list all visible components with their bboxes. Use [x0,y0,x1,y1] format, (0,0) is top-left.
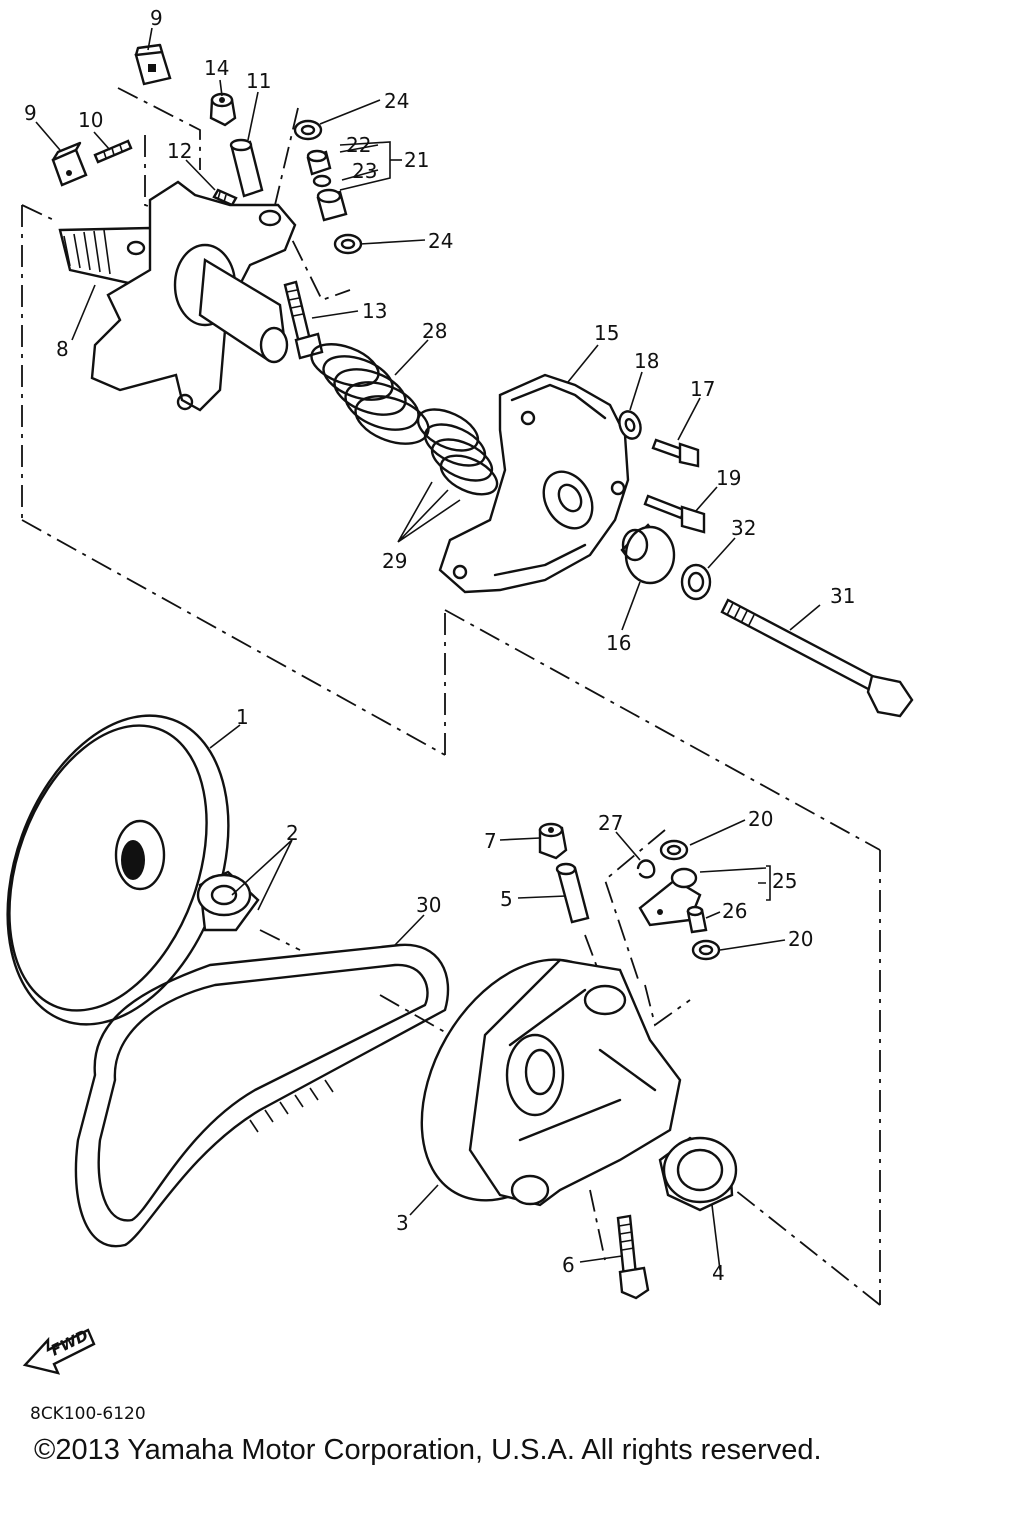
assembly-boundary-lines [21,87,881,1306]
callout-32: 32 [731,516,756,540]
bushing-16-part [620,523,676,585]
callout-11: 11 [246,69,271,93]
bolt-13-part [283,280,324,360]
roller-kit-part [306,149,348,222]
callout-18: 18 [634,349,659,373]
movable-sheave-3-part [420,958,682,1207]
sheave-1-part [6,714,230,1026]
callout-7: 7 [484,829,497,853]
callout-10: 10 [78,108,103,132]
pin-part [93,139,133,164]
callout-22: 22 [346,133,371,157]
weight-left-part [51,141,88,187]
washer-24-top-part [293,119,323,141]
callout-12: 12 [167,139,192,163]
callout-21: 21 [404,148,429,172]
callout-9-left: 9 [24,101,37,125]
washer-20-bottom-part [691,939,721,961]
callout-13: 13 [362,299,387,323]
callout-2: 2 [286,821,299,845]
bushing-4-part [658,1136,738,1212]
callout-30: 30 [416,893,441,917]
callout-23: 23 [352,159,377,183]
bushing-2-part [196,870,260,932]
document-code: 8CK100-6120 [30,1404,146,1424]
callout-20-top: 20 [748,807,773,831]
callout-9-top: 9 [150,6,163,30]
clip-27-part [636,859,656,879]
bolt-19-part [643,494,706,534]
washer-20-top-part [659,839,689,861]
copyright-notice: ©2013 Yamaha Motor Corporation, U.S.A. A… [34,1434,822,1466]
callout-24-bottom: 24 [428,229,453,253]
sleeve-part [229,138,264,198]
callout-31: 31 [830,584,855,608]
belt-30-part [74,943,450,1248]
callout-25: 25 [772,869,797,893]
callout-14: 14 [204,56,229,80]
callout-leaders [35,27,821,1271]
boot-29-part [416,408,499,496]
callout-17: 17 [690,377,715,401]
spider-hub-part [58,180,297,412]
callout-6: 6 [562,1253,575,1277]
callout-8: 8 [56,337,69,361]
sleeve-5-part [555,862,590,924]
long-bolt-31-part [720,598,914,718]
collar-32-part [680,563,712,601]
callout-27: 27 [598,811,623,835]
callout-19: 19 [716,466,741,490]
pin-26-part [686,905,708,934]
small-bolt-part [212,188,238,207]
callout-numbers: 9 9 10 14 11 12 24 22 23 21 24 13 28 8 1… [24,6,855,1285]
callout-20-bottom: 20 [788,927,813,951]
callout-15: 15 [594,321,619,345]
roller-arm-25-part [638,867,702,927]
callout-3: 3 [396,1211,409,1235]
bolt-6-part [616,1214,650,1300]
nut-top-part [209,92,237,127]
callout-16: 16 [606,631,631,655]
spring-28-part [310,343,430,445]
weight-top-part [134,43,172,86]
cover-15-part [438,373,630,594]
callout-26: 26 [722,899,747,923]
washer-24-bottom-part [333,233,363,255]
callout-1: 1 [236,705,249,729]
bolt-17-part [651,438,700,468]
callout-29: 29 [382,549,407,573]
callout-28: 28 [422,319,447,343]
washer-18-part [618,410,642,440]
nut-7-part [538,822,568,860]
callout-4: 4 [712,1261,725,1285]
callout-5: 5 [500,887,513,911]
callout-24-top: 24 [384,89,409,113]
forward-direction-arrow: FWD [22,1326,96,1375]
